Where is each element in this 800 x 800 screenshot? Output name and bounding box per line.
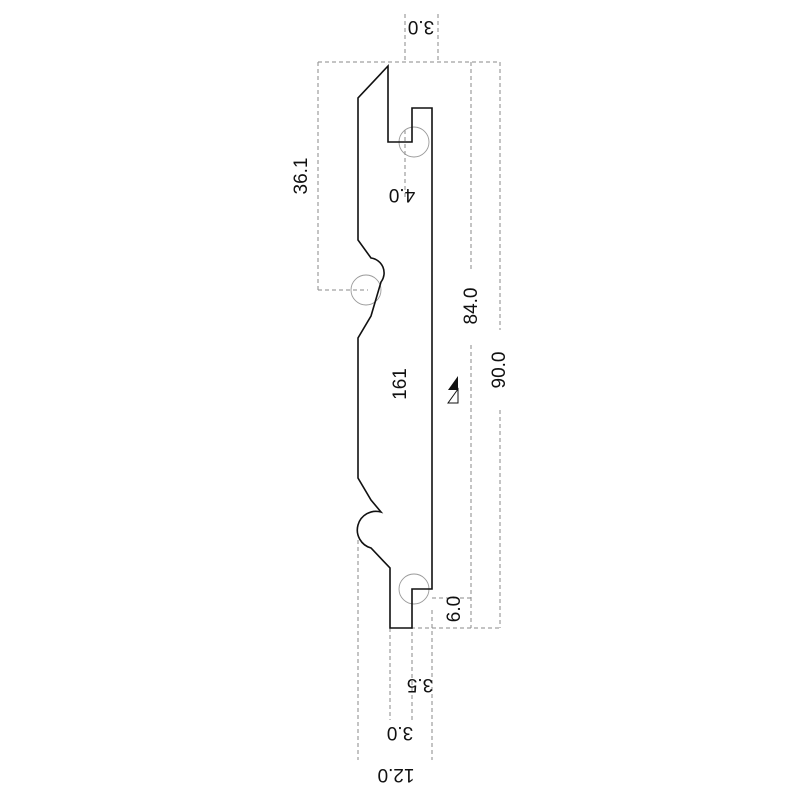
label-overall-thickness: 12.0 [378, 764, 415, 785]
arrow-solid-icon [448, 376, 458, 390]
label-thickness: 161 [390, 368, 411, 400]
center-arrows [447, 376, 459, 404]
board-profile-outline [356, 63, 433, 629]
label-bottom-width: 3.0 [387, 722, 413, 743]
label-tongue-length: 6.0 [444, 596, 465, 622]
label-overall-width: 90.0 [489, 352, 510, 389]
arrow-open-icon [447, 387, 459, 404]
label-tongue-width: 3.5 [407, 674, 433, 695]
dimension-labels: 3.0 4.0 36.1 84.0 90.0 161 6.0 3.5 3.0 1… [291, 16, 510, 785]
label-cover-width: 84.0 [461, 288, 482, 325]
label-groove-depth: 4.0 [389, 184, 415, 205]
label-bead-offset: 36.1 [291, 158, 312, 195]
bead-circle-top [350, 274, 382, 306]
label-top-width: 3.0 [408, 16, 434, 37]
